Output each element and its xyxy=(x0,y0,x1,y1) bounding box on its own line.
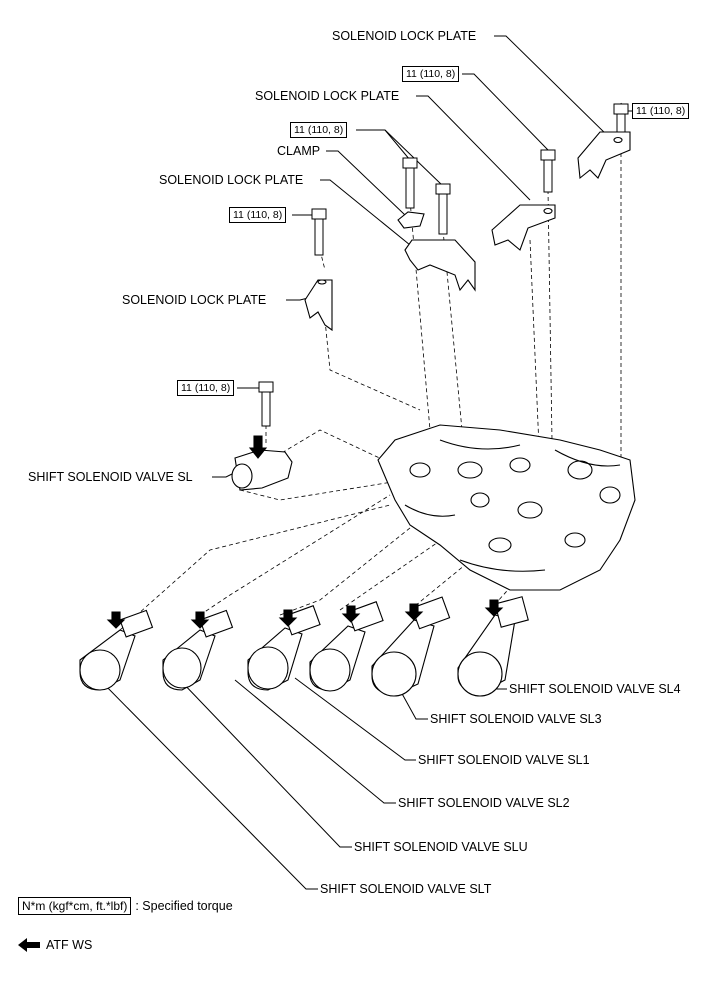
bolt-5 xyxy=(311,208,327,256)
torque-box-1: 11 (110, 8) xyxy=(632,103,690,119)
leader-lock-plate-top xyxy=(494,35,613,141)
torque-box-3: 11 (110, 8) xyxy=(290,122,348,138)
lock-plate-3-shape xyxy=(404,239,476,292)
label-valve-sl4: SHIFT SOLENOID VALVE SL4 xyxy=(509,682,681,696)
label-valve-slt: SHIFT SOLENOID VALVE SLT xyxy=(320,882,492,896)
legend-unit-box: N*m (kgf*cm, ft.*lbf) xyxy=(18,897,132,915)
arrow-left-icon xyxy=(18,938,40,952)
label-valve-sl1: SHIFT SOLENOID VALVE SL1 xyxy=(418,753,590,767)
label-clamp: CLAMP xyxy=(277,144,321,158)
leader-torque-3 xyxy=(356,129,411,161)
bolt-4 xyxy=(435,183,451,235)
label-lock-plate-top: SOLENOID LOCK PLATE xyxy=(332,29,477,43)
bolt-2 xyxy=(540,149,556,193)
leader-clamp xyxy=(326,150,406,216)
lock-plate-top-shape xyxy=(577,131,631,180)
clamp-shape xyxy=(397,211,425,229)
label-lock-plate-3: SOLENOID LOCK PLATE xyxy=(159,173,304,187)
leader-slu xyxy=(179,679,352,848)
leader-sl2 xyxy=(234,679,396,804)
valve-sl2-shape xyxy=(247,605,321,691)
valve-sl-shape xyxy=(231,435,293,491)
atf-text: ATF WS xyxy=(46,938,93,952)
leader-torque-2 xyxy=(462,73,549,151)
leader-lock-plate-3 xyxy=(320,179,411,246)
leader-slt xyxy=(99,679,318,890)
valve-sl4-shape xyxy=(457,596,529,697)
label-valve-sl3: SHIFT SOLENOID VALVE SL3 xyxy=(430,712,602,726)
valve-slt-shape xyxy=(79,609,154,691)
valve-slu-shape xyxy=(162,609,234,691)
bolt-1 xyxy=(613,103,629,133)
bolt-3 xyxy=(402,157,418,209)
atf-legend: ATF WS xyxy=(18,938,92,952)
leader-sl1 xyxy=(294,677,416,761)
label-valve-sl2: SHIFT SOLENOID VALVE SL2 xyxy=(398,796,570,810)
torque-box-2: 11 (110, 8) xyxy=(402,66,460,82)
label-valve-slu: SHIFT SOLENOID VALVE SLU xyxy=(354,840,528,854)
valve-body xyxy=(377,424,636,591)
leader-sl3 xyxy=(399,689,428,720)
torque-box-4: 11 (110, 8) xyxy=(229,207,287,223)
bolt-6 xyxy=(258,381,274,427)
valve-sl1-shape xyxy=(309,601,384,692)
label-lock-plate-4: SOLENOID LOCK PLATE xyxy=(122,293,267,307)
torque-box-5: 11 (110, 8) xyxy=(177,380,235,396)
label-lock-plate-2: SOLENOID LOCK PLATE xyxy=(255,89,400,103)
label-valve-sl: SHIFT SOLENOID VALVE SL xyxy=(28,470,193,484)
torque-legend: N*m (kgf*cm, ft.*lbf) : Specified torque xyxy=(18,897,233,915)
valve-sl3-shape xyxy=(371,596,451,697)
lock-plate-4-shape xyxy=(304,279,333,332)
lock-plate-2-shape xyxy=(491,204,556,251)
leader-lock-plate-2 xyxy=(416,95,531,201)
legend-unit-text: : Specified torque xyxy=(135,899,233,913)
